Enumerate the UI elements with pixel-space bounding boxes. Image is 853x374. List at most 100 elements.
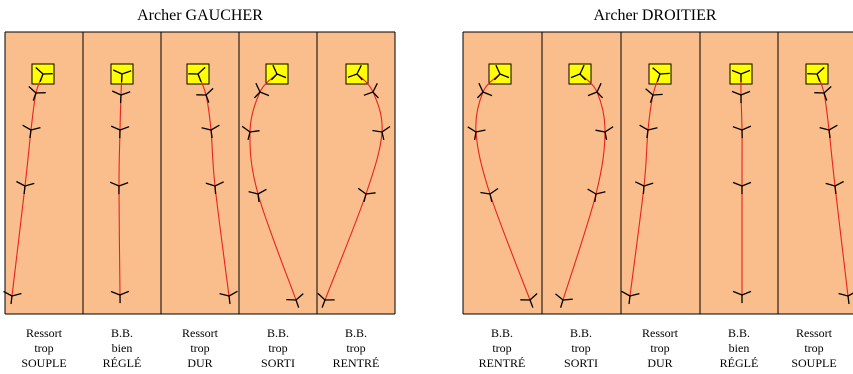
caption-line: B.B. bbox=[490, 326, 513, 340]
fletching-stroke bbox=[467, 126, 477, 133]
fletching-stroke bbox=[357, 187, 367, 195]
caption-gaucher-1: Ressort trop SOUPLE bbox=[5, 326, 83, 371]
fletching-stroke bbox=[555, 293, 564, 301]
fletching-stroke bbox=[646, 129, 649, 139]
fletching-stroke bbox=[529, 299, 534, 308]
arrow-fletching-mark bbox=[241, 125, 260, 141]
fletching-stroke bbox=[121, 70, 132, 75]
fletching-stroke bbox=[659, 72, 670, 75]
caption-line: Ressort bbox=[642, 326, 678, 340]
fletching-stroke bbox=[228, 295, 231, 305]
fletching-stroke bbox=[372, 91, 379, 99]
fletching-stroke bbox=[495, 64, 501, 75]
arrow-fletching-mark bbox=[731, 90, 751, 104]
fletching-stroke bbox=[838, 292, 849, 297]
arrow-trajectory bbox=[249, 73, 297, 301]
arrow-fletching-mark bbox=[3, 290, 22, 305]
caption-line: SORTI bbox=[261, 356, 295, 370]
arrow-fletching-mark bbox=[732, 181, 752, 195]
fletching-stroke bbox=[205, 182, 216, 187]
fletching-stroke bbox=[201, 127, 212, 131]
group-title-droitier: Archer DROITIER bbox=[593, 7, 717, 24]
fletching-stroke bbox=[111, 90, 122, 96]
caption-line: B.B. bbox=[344, 326, 367, 340]
caption-line: trop bbox=[190, 341, 210, 355]
fletching-stroke bbox=[356, 65, 362, 75]
arrow-fletching-mark bbox=[635, 181, 654, 195]
fletching-stroke bbox=[120, 91, 131, 96]
fletching-stroke bbox=[740, 90, 751, 96]
fletching-stroke bbox=[731, 90, 742, 96]
fletching-stroke bbox=[270, 73, 278, 81]
fletching-stroke bbox=[562, 298, 573, 301]
caption-line: trop bbox=[804, 341, 824, 355]
arrow-fletching-mark bbox=[110, 290, 130, 304]
arrow-fletching-mark bbox=[286, 293, 304, 308]
caption-line: trop bbox=[492, 341, 512, 355]
fletching-stroke bbox=[30, 126, 41, 131]
fletching-stroke bbox=[363, 193, 367, 202]
arrow-fletching-mark bbox=[838, 292, 853, 305]
fletching-stroke bbox=[732, 290, 743, 296]
caption-line: RÉGLÉ bbox=[719, 356, 759, 370]
arrow-fletching-mark bbox=[587, 82, 604, 99]
fletching-stroke bbox=[210, 124, 220, 131]
fletching-stroke bbox=[257, 193, 260, 203]
arrow-fletching-mark bbox=[35, 67, 53, 82]
fletching-stroke bbox=[32, 92, 37, 101]
fletching-stroke bbox=[23, 185, 26, 195]
fletching-stroke bbox=[834, 180, 844, 187]
fletching-stroke bbox=[295, 299, 300, 308]
fletching-stroke bbox=[365, 192, 376, 195]
arrow-fletching-mark bbox=[493, 64, 510, 81]
caption-line: SORTI bbox=[564, 356, 598, 370]
fletching-stroke bbox=[834, 185, 837, 195]
fletching-stroke bbox=[635, 181, 645, 187]
fletching-stroke bbox=[381, 131, 385, 141]
caption-line: trop bbox=[34, 341, 54, 355]
arrow-trajectory bbox=[475, 73, 531, 301]
arrow-fletching-mark bbox=[363, 83, 379, 99]
arrow-fletching-mark bbox=[357, 187, 376, 202]
fletching-stroke bbox=[628, 295, 631, 305]
caption-line: Ressort bbox=[26, 326, 62, 340]
arrow-fletching-mark bbox=[595, 126, 614, 141]
fletching-stroke bbox=[816, 67, 825, 75]
fletching-stroke bbox=[645, 88, 654, 96]
arrow-fletching-mark bbox=[587, 188, 606, 203]
arrow-fletching-mark bbox=[196, 87, 214, 103]
fletching-stroke bbox=[259, 91, 270, 97]
fletching-stroke bbox=[595, 191, 606, 195]
fletching-stroke bbox=[480, 191, 491, 195]
fletching-stroke bbox=[816, 73, 821, 82]
fletching-stroke bbox=[363, 91, 374, 96]
arrow-fletching-mark bbox=[825, 180, 844, 195]
fletching-stroke bbox=[347, 73, 358, 78]
fletching-stroke bbox=[642, 185, 645, 195]
caption-line: RENTRÉ bbox=[332, 356, 380, 370]
fletching-stroke bbox=[828, 124, 838, 131]
fletching-stroke bbox=[29, 129, 32, 139]
fletching-stroke bbox=[652, 93, 663, 96]
fletching-stroke bbox=[112, 69, 123, 75]
fletching-stroke bbox=[499, 73, 510, 79]
fletching-stroke bbox=[740, 69, 751, 75]
fletching-stroke bbox=[356, 73, 363, 81]
fletching-stroke bbox=[819, 126, 830, 131]
arrow-fletching-mark bbox=[732, 290, 752, 304]
fletching-stroke bbox=[119, 290, 130, 296]
fletching-stroke bbox=[741, 125, 752, 131]
arrow-fletching-mark bbox=[188, 66, 206, 82]
fletching-stroke bbox=[39, 73, 44, 82]
arrow-fletching-mark bbox=[16, 180, 35, 195]
caption-gaucher-5: B.B. trop RENTRÉ bbox=[317, 326, 395, 371]
caption-line: B.B. bbox=[727, 326, 750, 340]
fletching-stroke bbox=[16, 180, 26, 187]
caption-line: RENTRÉ bbox=[478, 356, 526, 370]
fletching-stroke bbox=[253, 91, 261, 99]
caption-gaucher-4: B.B. trop SORTI bbox=[239, 326, 317, 371]
fletching-stroke bbox=[732, 181, 743, 187]
arrow-fletching-mark bbox=[570, 64, 587, 81]
fletching-stroke bbox=[647, 127, 658, 131]
fletching-stroke bbox=[11, 292, 22, 297]
